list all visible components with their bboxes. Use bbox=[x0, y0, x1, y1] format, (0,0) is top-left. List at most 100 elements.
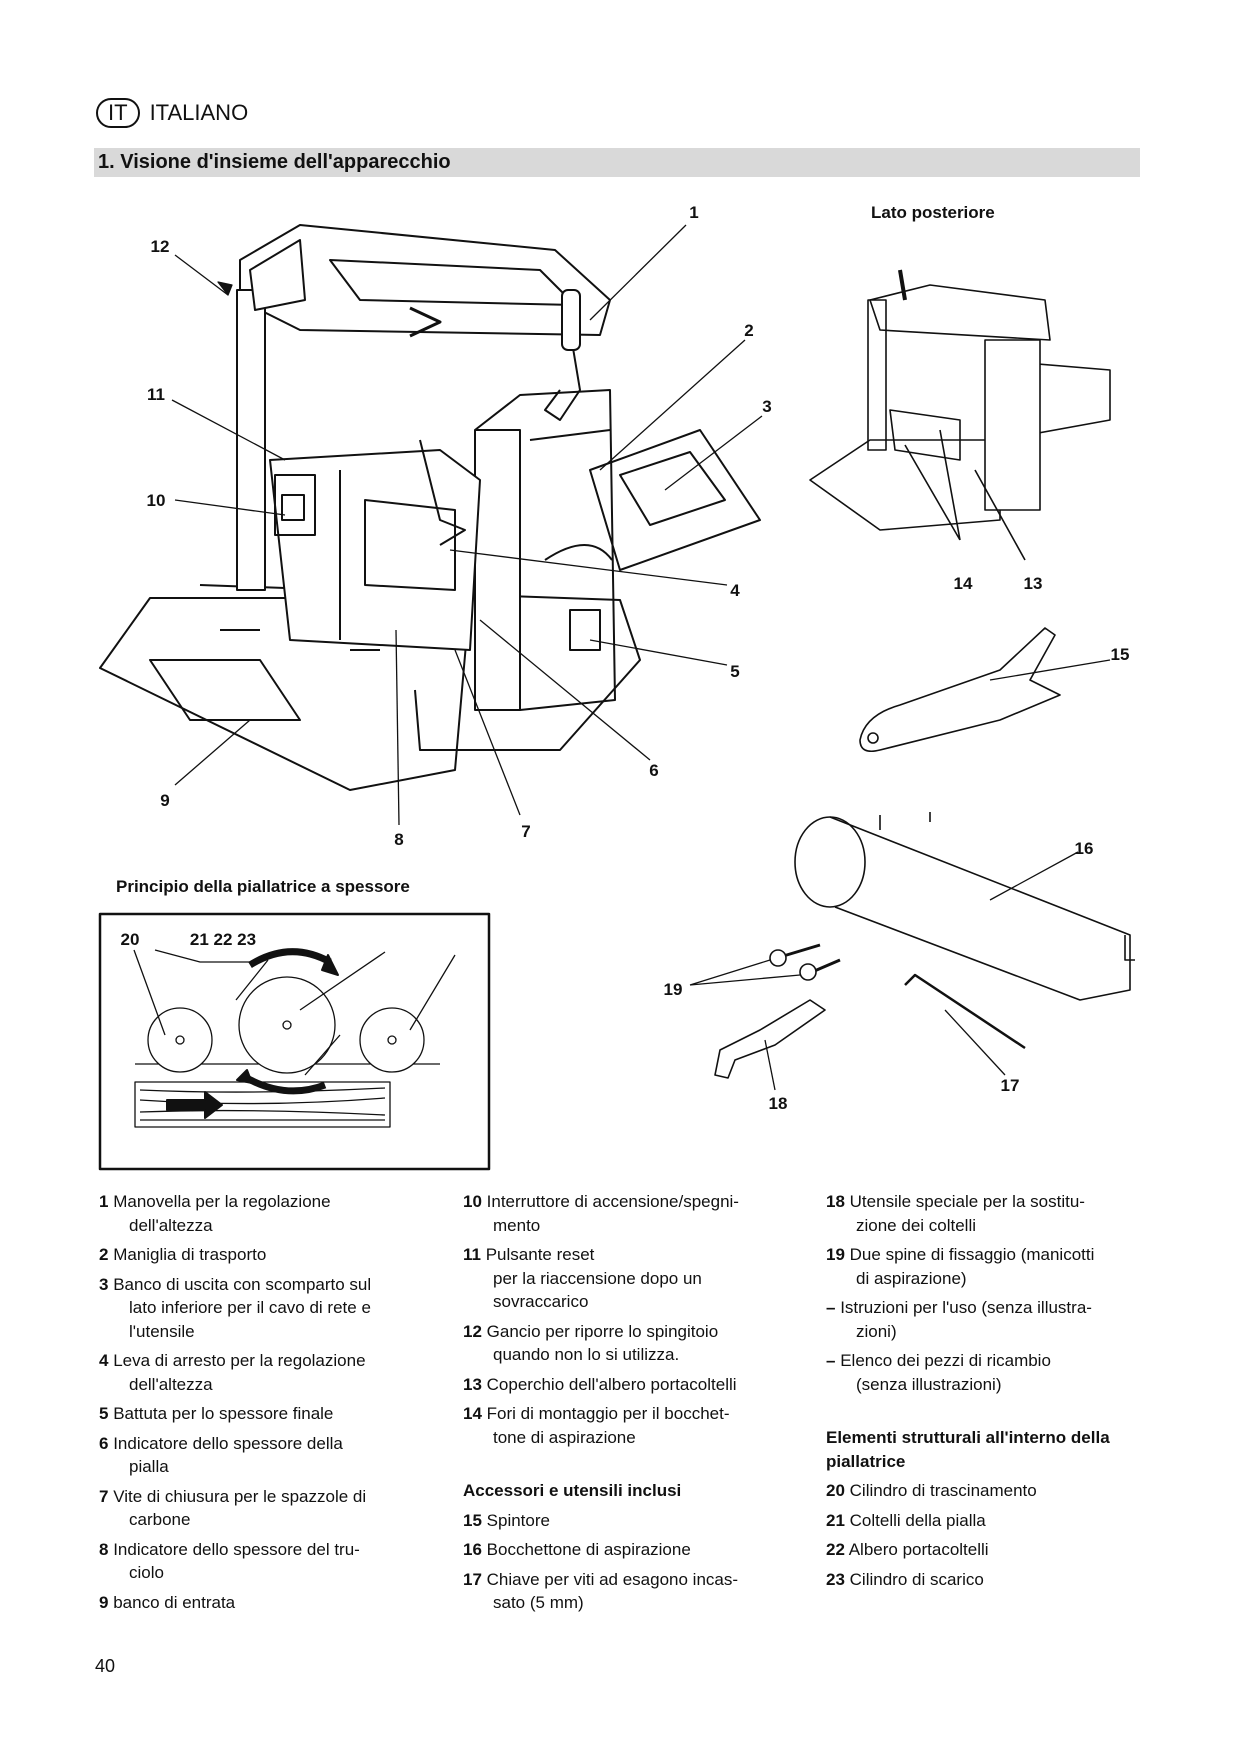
legend-item-text: Albero portacoltelli bbox=[848, 1540, 989, 1559]
legend-item-text: Utensile speciale per la sostitu- bbox=[849, 1192, 1085, 1211]
legend-item-text: Coltelli della pialla bbox=[849, 1510, 986, 1530]
legend-item-first-line: 10 Interruttore di accensione/spegni- bbox=[463, 1190, 793, 1214]
legend-item-number: – bbox=[826, 1351, 836, 1370]
callout-7: 7 bbox=[521, 822, 530, 841]
callout-leader-lines bbox=[171, 224, 763, 826]
legend-item-continuation: zione dei coltelli bbox=[856, 1215, 977, 1235]
planer-principle-diagram: 20 21 22 23 bbox=[98, 912, 491, 1171]
callout-19: 19 bbox=[664, 980, 683, 999]
legend-item-first-line: 22 Albero portacoltelli bbox=[826, 1538, 1156, 1562]
legend-item-continuation: sovraccarico bbox=[493, 1292, 589, 1311]
legend-item-first-line: 14 Fori di montaggio per il bocchet- bbox=[463, 1402, 793, 1426]
legend-item-text: Battuta per lo spessore finale bbox=[113, 1404, 334, 1423]
legend-item-text: Maniglia di trasporto bbox=[113, 1245, 267, 1264]
legend-item-text: Vite di chiusura per le spazzole di bbox=[113, 1486, 367, 1506]
legend-item-number: 18 bbox=[826, 1192, 845, 1211]
legend-item-first-line: 16 Bocchettone di aspirazione bbox=[463, 1538, 793, 1562]
legend-item-text: Indicatore dello spessore del tru- bbox=[113, 1539, 360, 1559]
legend-item: 2 Maniglia di trasporto bbox=[99, 1243, 429, 1267]
callout-1: 1 bbox=[689, 203, 698, 222]
legend-item: 21 Coltelli della pialla bbox=[826, 1509, 1156, 1533]
legend-item-number: 3 bbox=[99, 1274, 109, 1294]
legend-item: 15 Spintore bbox=[463, 1509, 793, 1533]
legend-item-text: Due spine di fissaggio (manicotti bbox=[849, 1245, 1095, 1264]
callout-2: 2 bbox=[744, 321, 753, 340]
legend-item-number: 16 bbox=[463, 1540, 482, 1559]
legend-column-3: 18 Utensile speciale per la sostitu-zion… bbox=[826, 1190, 1156, 1597]
legend-item-text: Fori di montaggio per il bocchet- bbox=[486, 1404, 730, 1423]
legend-item-text: Pulsante reset bbox=[485, 1245, 595, 1264]
legend-item-number: 4 bbox=[99, 1351, 109, 1370]
dust-hood-16 bbox=[794, 812, 1135, 1001]
legend-item-continuation: mento bbox=[493, 1215, 541, 1235]
legend-item-continuation: carbone bbox=[129, 1510, 191, 1529]
legend-item-first-line: 20 Cilindro di trascinamento bbox=[826, 1479, 1156, 1503]
legend-item-text: Manovella per la regolazione bbox=[113, 1192, 331, 1211]
legend-item: 5 Battuta per lo spessore finale bbox=[99, 1402, 429, 1426]
callout-6: 6 bbox=[649, 761, 658, 780]
principle-diagram-label: Principio della piallatrice a spessore bbox=[116, 877, 410, 896]
legend-item-number: 12 bbox=[463, 1321, 482, 1341]
legend-item-text: Leva di arresto per la regolazione bbox=[113, 1351, 366, 1370]
page-number: 40 bbox=[95, 1656, 116, 1676]
section-title-bar: 1. Visione d'insieme dell'apparecchio bbox=[94, 148, 1140, 177]
legend-item-first-line: 11 Pulsante reset bbox=[463, 1243, 793, 1267]
legend-item-first-line: – Istruzioni per l'uso (senza illustra- bbox=[826, 1296, 1156, 1320]
callout-numbers: 1 2 3 4 5 6 7 8 9 10 11 12 13 14 15 16 1… bbox=[147, 203, 1130, 1113]
callout-10: 10 bbox=[147, 491, 166, 510]
legend-item: 7 Vite di chiusura per le spazzole di car… bbox=[99, 1485, 429, 1532]
callout-9: 9 bbox=[160, 791, 169, 810]
legend-item-continuation: dell'altezza bbox=[129, 1215, 213, 1235]
callout-13: 13 bbox=[1024, 574, 1043, 593]
legend-item-number: 11 bbox=[463, 1245, 481, 1264]
legend-column-2: 10 Interruttore di accensione/spegni-men… bbox=[463, 1190, 793, 1621]
legend-item: 8 Indicatore dello spessore del tru-ciol… bbox=[99, 1538, 429, 1585]
legend-item: – Elenco dei pezzi di ricambio(senza ill… bbox=[826, 1349, 1156, 1396]
legend-item-number: 20 bbox=[826, 1481, 845, 1500]
legend-item: 10 Interruttore di accensione/spegni-men… bbox=[463, 1190, 793, 1237]
legend-item-number: 7 bbox=[99, 1486, 109, 1506]
legend-item-text: Indicatore dello spessore della bbox=[113, 1433, 343, 1453]
legend-heading: Accessori e utensili inclusi bbox=[463, 1481, 682, 1500]
callout-8: 8 bbox=[394, 830, 403, 849]
legend-item-continuation: l'utensile bbox=[129, 1321, 195, 1341]
planer-front-drawing bbox=[99, 224, 761, 791]
hex-key-17 bbox=[904, 973, 1026, 1076]
callout-3: 3 bbox=[762, 397, 771, 416]
legend-item-number: 5 bbox=[99, 1404, 109, 1423]
legend-item-first-line: 15 Spintore bbox=[463, 1509, 793, 1533]
legend-item-text: Spintore bbox=[486, 1510, 550, 1530]
push-stick-15 bbox=[859, 627, 1111, 753]
legend-item-number: 9 bbox=[99, 1592, 109, 1612]
legend-item-continuation: pialla bbox=[129, 1457, 169, 1476]
legend-item-number: 22 bbox=[826, 1540, 845, 1559]
legend-item-continuation: di aspirazione) bbox=[856, 1268, 967, 1288]
legend-item-text: Banco di uscita con scomparto sul bbox=[113, 1274, 372, 1294]
legend-item: 9 banco di entrata bbox=[99, 1591, 429, 1615]
legend-item-text: Bocchettone di aspirazione bbox=[486, 1540, 691, 1559]
legend-item-first-line: 21 Coltelli della pialla bbox=[826, 1509, 1156, 1533]
callout-17: 17 bbox=[1001, 1076, 1020, 1095]
legend-item: 23 Cilindro di scarico bbox=[826, 1568, 1156, 1592]
legend-item-first-line: 5 Battuta per lo spessore finale bbox=[99, 1402, 429, 1426]
legend-item-number: 15 bbox=[463, 1510, 482, 1530]
legend-item-continuation: dell'altezza bbox=[129, 1374, 213, 1394]
legend-item-number: 13 bbox=[463, 1374, 482, 1394]
legend-item-first-line: 23 Cilindro di scarico bbox=[826, 1568, 1156, 1592]
legend-item: 4 Leva di arresto per la regolazione dell… bbox=[99, 1349, 429, 1396]
legend-item-continuation: sato (5 mm) bbox=[493, 1593, 584, 1612]
legend-item-continuation: ciolo bbox=[129, 1563, 164, 1582]
legend-item-number: 21 bbox=[826, 1510, 845, 1530]
legend-item-number: 10 bbox=[463, 1192, 482, 1211]
legend-item-number: 1 bbox=[99, 1192, 109, 1211]
legend-item-text: banco di entrata bbox=[113, 1592, 236, 1612]
legend-item-first-line: 18 Utensile speciale per la sostitu- bbox=[826, 1190, 1156, 1214]
legend-item-continuation: zioni) bbox=[856, 1321, 897, 1341]
legend-item-text: Coperchio dell'albero portacoltelli bbox=[486, 1374, 737, 1394]
legend-item: 13 Coperchio dell'albero portacoltelli bbox=[463, 1373, 793, 1397]
legend-column-1: 1 Manovella per la regolazione dell'altez… bbox=[99, 1190, 429, 1620]
callout-16: 16 bbox=[1075, 839, 1094, 858]
